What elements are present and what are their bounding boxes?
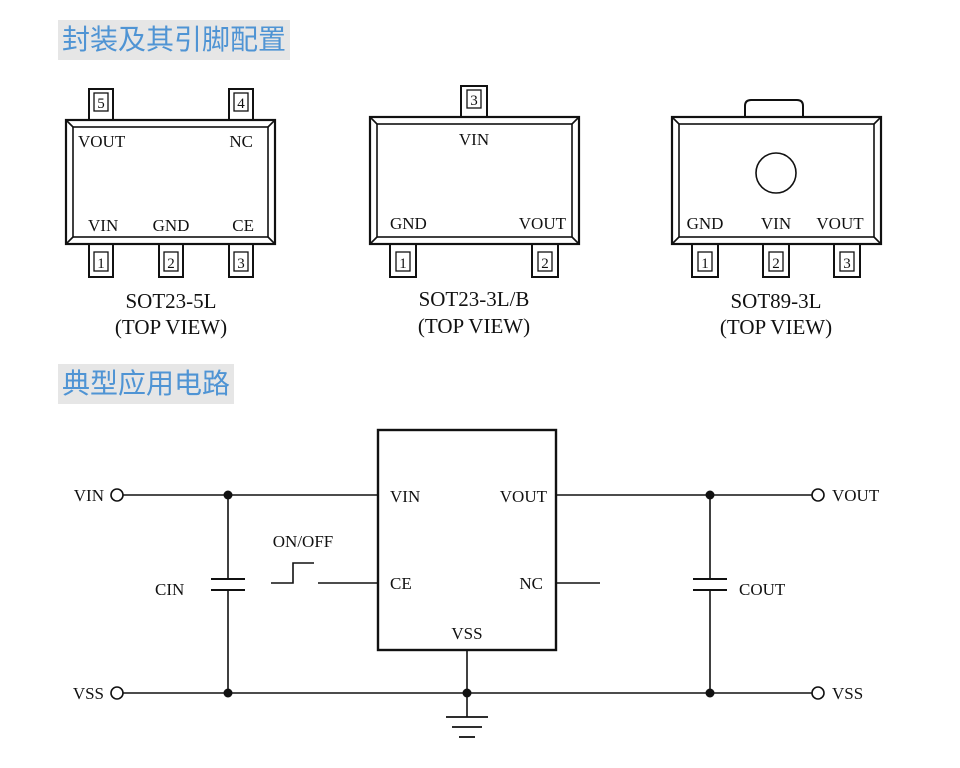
package-body-inner — [72, 126, 269, 238]
pin-5 — [88, 88, 114, 121]
junction-dot — [705, 688, 715, 698]
component-label-cin: CIN — [155, 580, 184, 599]
section-title-typical-application: 典型应用电路 — [58, 364, 235, 404]
component-label-switch: ON/OFF — [273, 532, 333, 551]
pin-label-gnd: GND — [390, 214, 427, 233]
pin-label-gnd: GND — [153, 216, 190, 235]
package-view-caption: (TOP VIEW) — [720, 315, 832, 339]
section-title-pin-configuration: 封装及其引脚配置 — [58, 20, 291, 60]
pin-4 — [228, 88, 254, 121]
pin-3 — [833, 243, 861, 278]
pin-number-3: 3 — [843, 256, 851, 272]
pin-number-3: 3 — [470, 93, 478, 109]
terminal-label-vss-right: VSS — [832, 684, 863, 703]
pin-label-vout: VOUT — [816, 214, 864, 233]
pin-label-vout: VOUT — [78, 132, 126, 151]
ic-pin-label-vin: VIN — [390, 487, 420, 506]
switch-step — [271, 562, 314, 584]
package-caption: SOT23-5L — [126, 289, 217, 313]
pin-number-2: 2 — [541, 256, 549, 272]
terminal-vss-right — [811, 686, 825, 700]
ic-pin-label-ce: CE — [390, 574, 412, 593]
pin-number-5: 5 — [97, 96, 105, 112]
pin-3 — [228, 243, 254, 278]
terminal-vin — [110, 488, 124, 502]
pin-label-vin: VIN — [761, 214, 791, 233]
terminal-label-vin: VIN — [74, 486, 104, 505]
pin-3 — [460, 85, 488, 118]
package-sot23-5l — [64, 88, 277, 278]
ic-pin-label-nc: NC — [519, 574, 543, 593]
pin-2 — [531, 243, 559, 278]
junction-dot — [705, 490, 715, 500]
pin1-dot — [755, 152, 797, 194]
sot23-5l-text: 5 4 1 2 3 VOUT NC VIN GND CE SOT23-5L (T… — [78, 96, 254, 339]
pin-number-1: 1 — [97, 256, 105, 272]
pin-1 — [389, 243, 417, 278]
ic-pin-label-vss: VSS — [451, 624, 482, 643]
pin-2 — [762, 243, 790, 278]
package-sot23-3l — [368, 85, 581, 278]
pin-number-2: 2 — [167, 256, 175, 272]
schematic-junctions — [223, 490, 715, 698]
junction-dot — [223, 490, 233, 500]
pin-label-nc: NC — [229, 132, 253, 151]
schematic-labels: VIN VSS VOUT VSS CIN COUT ON/OFF VIN CE … — [73, 486, 880, 703]
terminal-vout — [811, 488, 825, 502]
junction-dot — [223, 688, 233, 698]
pin-number-1: 1 — [399, 256, 407, 272]
ic-body — [376, 428, 558, 652]
package-body-inner — [376, 123, 573, 238]
pin-number-3: 3 — [237, 256, 245, 272]
pin-1 — [691, 243, 719, 278]
package-caption: SOT89-3L — [731, 289, 822, 313]
terminal-label-vss-left: VSS — [73, 684, 104, 703]
pin-number-4: 4 — [237, 96, 245, 112]
pin-label-vin: VIN — [459, 130, 489, 149]
pin-label-vout: VOUT — [519, 214, 567, 233]
package-view-caption: (TOP VIEW) — [418, 314, 530, 338]
pin-1 — [88, 243, 114, 278]
pin-label-ce: CE — [232, 216, 254, 235]
package-sot89-3l — [670, 99, 883, 278]
sot89-3l-text: 1 2 3 GND VIN VOUT SOT89-3L (TOP VIEW) — [687, 214, 865, 339]
pin-number-2: 2 — [772, 256, 780, 272]
terminal-label-vout: VOUT — [832, 486, 880, 505]
sot23-3l-text: 3 1 2 VIN GND VOUT SOT23-3L/B (TOP VIEW) — [390, 93, 567, 338]
component-label-cout: COUT — [739, 580, 786, 599]
junction-dot — [462, 688, 472, 698]
package-body-inner — [678, 123, 875, 238]
terminal-vss-left — [110, 686, 124, 700]
pin-label-gnd: GND — [687, 214, 724, 233]
package-caption: SOT23-3L/B — [419, 287, 530, 311]
pin-number-1: 1 — [701, 256, 709, 272]
pin-label-vin: VIN — [88, 216, 118, 235]
pin-2 — [158, 243, 184, 278]
ic-pin-label-vout: VOUT — [500, 487, 548, 506]
package-view-caption: (TOP VIEW) — [115, 315, 227, 339]
tab — [744, 99, 804, 117]
